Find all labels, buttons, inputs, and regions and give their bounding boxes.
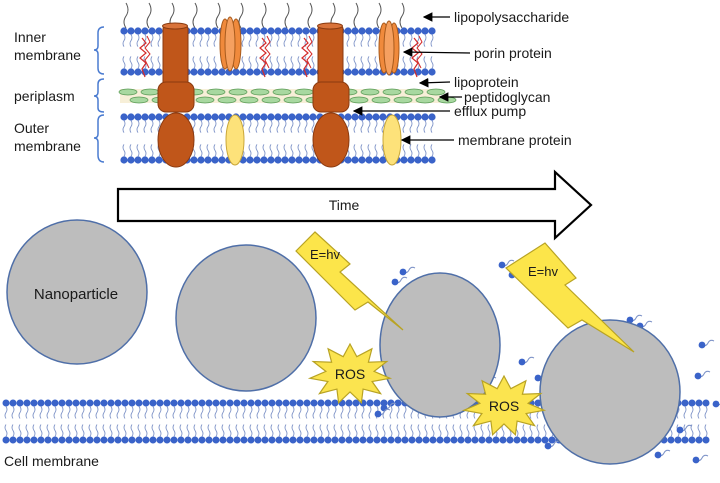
cell-membrane-label: Cell membrane — [4, 453, 99, 469]
nanoparticle-label: Nanoparticle — [34, 286, 118, 303]
nanoparticle-1 — [6, 219, 148, 365]
energy-label-1: E=hv — [310, 247, 340, 262]
nanoparticle-4 — [539, 319, 681, 465]
efflux-pump-label: efflux pump — [454, 103, 526, 119]
side-braces — [93, 26, 105, 163]
inner-membrane-label-line2: membrane — [14, 47, 81, 63]
peptidoglycan-label: peptidoglycan — [464, 89, 550, 105]
lipopolysaccharide-label: lipopolysaccharide — [454, 9, 569, 25]
outer-membrane-label-line2: membrane — [14, 138, 81, 154]
efflux-pump-2 — [312, 22, 350, 168]
time-label: Time — [329, 197, 360, 213]
membrane-protein-1 — [225, 114, 245, 166]
time-arrow — [116, 169, 593, 241]
ros-label-2: ROS — [489, 398, 519, 414]
lightning-bolt-2 — [505, 242, 635, 353]
membrane-protein-label: membrane protein — [458, 132, 572, 148]
efflux-pump-1 — [157, 22, 195, 168]
ros-burst-2 — [461, 374, 547, 437]
porin-protein-2 — [378, 20, 400, 76]
ros-label-1: ROS — [335, 366, 365, 382]
porin-protein-1 — [219, 16, 242, 72]
lipoprotein-label: lipoprotein — [454, 74, 519, 90]
nanoparticle-3 — [379, 272, 501, 418]
outer-membrane-label-line1: Outer — [14, 120, 49, 136]
ros-burst-1 — [307, 342, 393, 405]
membrane-protein-2 — [382, 114, 402, 166]
lightning-bolt-1 — [295, 231, 404, 331]
inner-membrane-label-line1: Inner — [14, 29, 46, 45]
periplasm-label: periplasm — [14, 88, 75, 104]
lipoproteins — [139, 35, 423, 78]
energy-label-2: E=hv — [528, 264, 558, 279]
nanoparticle-2 — [175, 244, 317, 392]
callout-arrows — [352, 12, 471, 145]
porin-protein-label: porin protein — [474, 45, 552, 61]
